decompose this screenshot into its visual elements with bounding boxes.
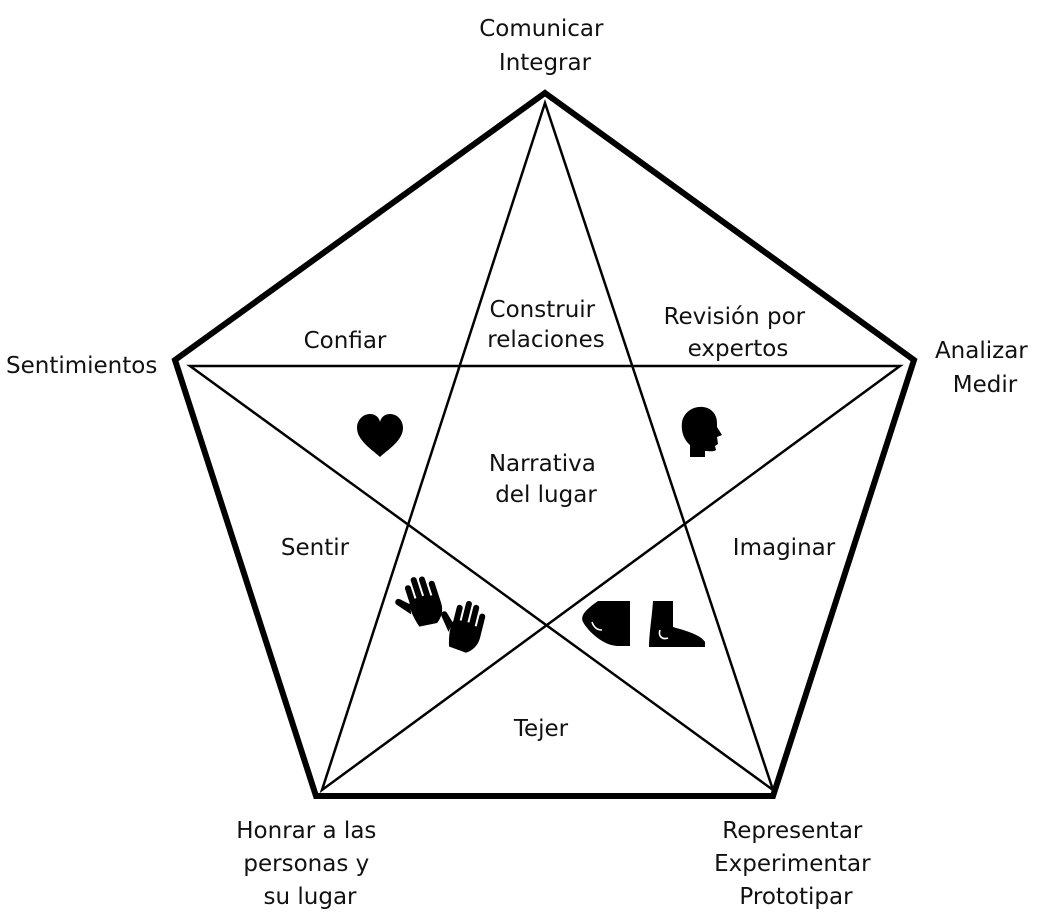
vertex-label-right: Analizar Medir <box>935 338 1035 398</box>
label-construir-relaciones: Construir relaciones <box>487 297 604 353</box>
label-narrativa-del-lugar: Narrativa del lugar <box>489 451 603 508</box>
label-sentir: Sentir <box>281 535 350 561</box>
vertex-label-bottom-right: Representar Experimentar Prototipar <box>714 818 878 910</box>
heart-icon <box>357 414 403 457</box>
head-profile-icon <box>681 406 722 457</box>
label-imaginar: Imaginar <box>733 535 836 561</box>
vertex-label-top: Comunicar Integrar <box>479 16 611 76</box>
label-tejer: Tejer <box>513 716 569 742</box>
inner-pentagram <box>186 98 904 794</box>
feet-icon <box>582 601 705 647</box>
hands-icon <box>395 576 486 653</box>
vertex-label-bottom-left: Honrar a las personas y su lugar <box>236 818 383 910</box>
label-revision-por-expertos: Revisión por expertos <box>664 304 813 362</box>
label-confiar: Confiar <box>304 328 387 354</box>
vertex-label-left: Sentimientos <box>6 353 157 379</box>
outer-pentagon <box>171 89 918 799</box>
